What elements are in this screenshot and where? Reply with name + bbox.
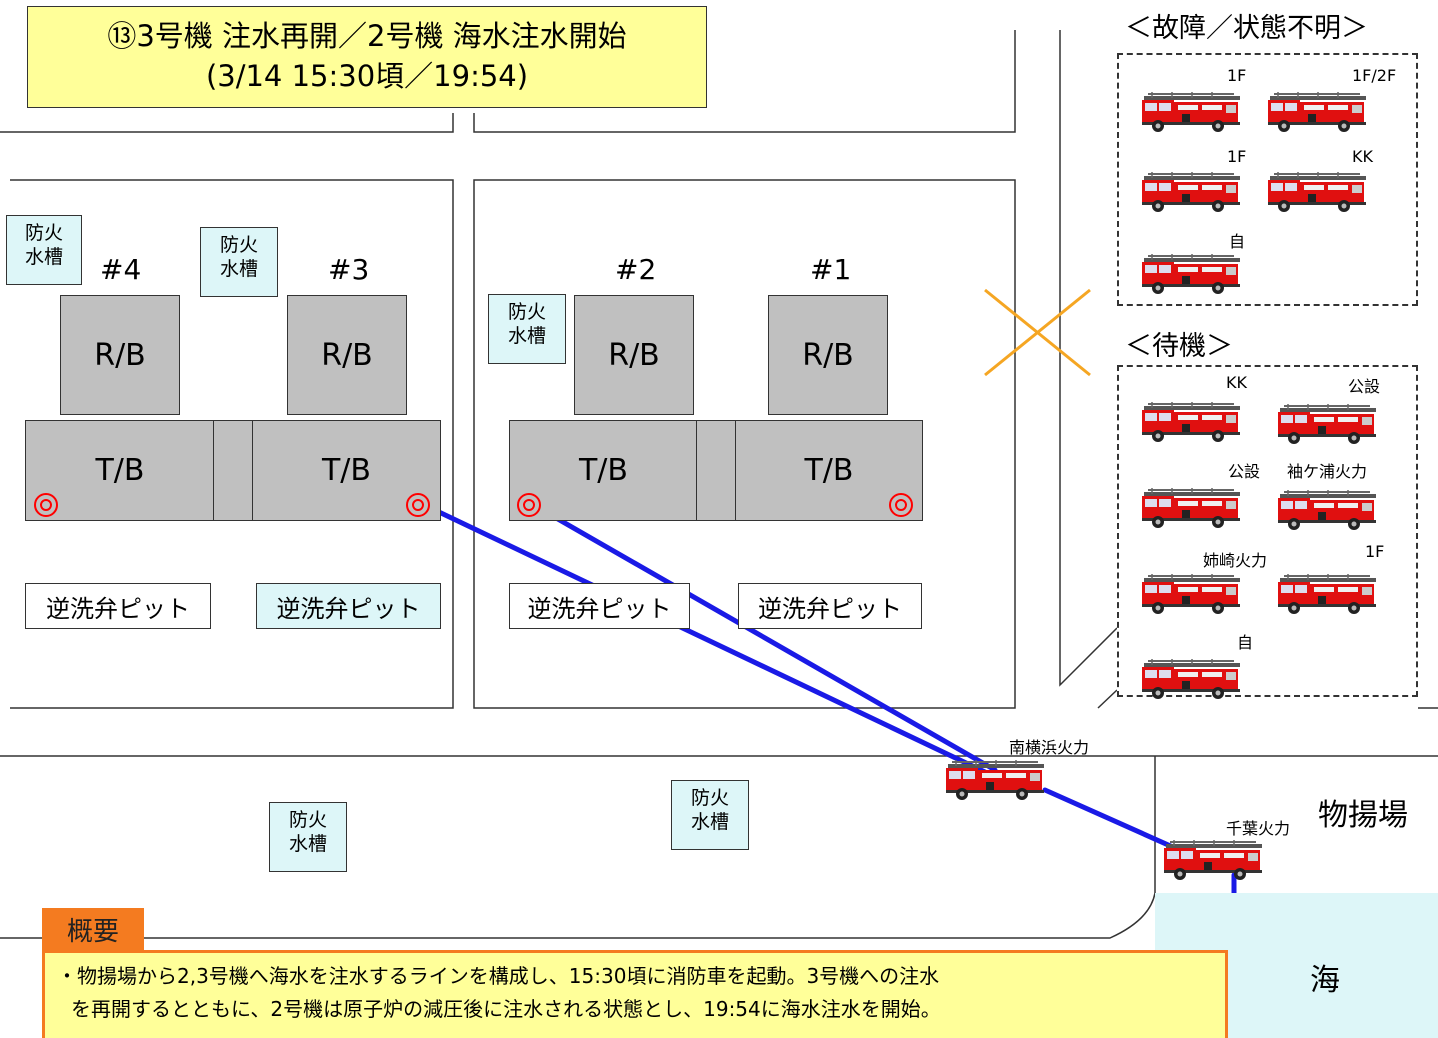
truck-label: 袖ケ浦火力	[1287, 462, 1368, 481]
fire-truck-icon	[1278, 570, 1378, 616]
title-box: ⑬3号機 注水再開／2号機 海水注水開始 (3/14 15:30頃／19:54)	[27, 6, 707, 108]
fire-tank-road-left: 防火 水槽	[269, 802, 347, 872]
unit2-label: #2	[615, 253, 657, 286]
broken-section-title: ＜故障／状態不明＞	[1125, 13, 1368, 44]
fire-truck-icon	[1142, 655, 1242, 701]
fire-tank-unit4: 防火 水槽	[6, 215, 82, 285]
truck-label: 1F	[1227, 66, 1247, 85]
unit3-label: #3	[328, 253, 370, 286]
road-closed-cross	[984, 288, 1091, 377]
road-edge	[0, 892, 1156, 939]
fire-truck-icon	[1164, 836, 1264, 882]
hose-to-unit3	[417, 500, 988, 775]
fire-tank-unit2: 防火 水槽	[488, 294, 566, 364]
backwash-pit-unit4: 逆洗弁ピット	[25, 583, 211, 629]
truck-label: 姉崎火力	[1203, 551, 1268, 570]
injection-port-unit2	[517, 493, 541, 517]
fire-truck-icon	[1142, 250, 1242, 296]
reactor-building-unit2: R/B	[574, 295, 694, 415]
unit4-label: #4	[100, 253, 142, 286]
reactor-building-unit1: R/B	[768, 295, 888, 415]
yard-label: 物揚場	[1318, 798, 1408, 833]
injection-port-unit4	[34, 493, 58, 517]
backwash-pit-unit3: 逆洗弁ピット	[256, 583, 441, 629]
truck-label: 1F/2F	[1352, 66, 1397, 85]
title-line1: ⑬3号機 注水再開／2号機 海水注水開始	[107, 19, 627, 53]
backwash-pit-unit1: 逆洗弁ピット	[738, 583, 922, 629]
summary-line1: ・物揚場から2,3号機へ海水を注水するラインを構成し、15:30頃に消防車を起動…	[57, 964, 940, 988]
fire-truck-icon	[1142, 484, 1242, 530]
truck-label-active: 千葉火力	[1226, 819, 1291, 838]
injection-port-unit1	[889, 493, 913, 517]
standby-section-title: ＜待機＞	[1125, 331, 1233, 362]
hose-yard-to-relay	[1042, 787, 1178, 851]
truck-label-active: 南横浜火力	[1009, 738, 1090, 757]
road-edge	[1059, 30, 1118, 687]
title-line2: (3/14 15:30頃／19:54)	[205, 59, 529, 93]
truck-label: 自	[1237, 633, 1254, 652]
truck-label: 1F	[1365, 542, 1385, 561]
summary-line2: を再開するとともに、2号機は原子炉の減圧後に注水される状態とし、19:54に海水…	[71, 997, 941, 1021]
truck-label: KK	[1226, 373, 1247, 392]
fire-truck-icon	[1278, 400, 1378, 446]
sea-label: 海	[1310, 963, 1340, 998]
fire-truck-icon	[1268, 168, 1368, 214]
fire-tank-road-center: 防火 水槽	[671, 780, 749, 850]
fire-truck-icon	[1142, 570, 1242, 616]
summary-box: ・物揚場から2,3号機へ海水を注水するラインを構成し、15:30頃に消防車を起動…	[42, 950, 1228, 1038]
site-boundary-left	[10, 179, 454, 709]
injection-port-unit3	[406, 493, 430, 517]
turbine-building-connector-right	[696, 420, 737, 521]
fire-truck-icon	[1142, 398, 1242, 444]
reactor-building-unit3: R/B	[287, 295, 407, 415]
reactor-building-unit4: R/B	[60, 295, 180, 415]
fire-truck-icon	[1268, 88, 1368, 134]
truck-label: 自	[1229, 232, 1246, 251]
fire-truck-icon	[1278, 486, 1378, 532]
site-boundary-right	[473, 179, 1016, 709]
fire-tank-unit3: 防火 水槽	[200, 227, 278, 297]
fire-truck-icon	[946, 756, 1046, 802]
turbine-building-connector-left	[213, 420, 254, 521]
truck-label: 公設	[1228, 462, 1261, 481]
hose-to-unit2	[527, 500, 998, 773]
fire-truck-icon	[1142, 168, 1242, 214]
truck-label: 1F	[1227, 147, 1247, 166]
road-edge	[473, 30, 1016, 133]
summary-tab: 概要	[42, 908, 144, 951]
truck-label: 公設	[1348, 377, 1381, 396]
road-edge	[0, 113, 454, 133]
unit1-label: #1	[810, 253, 852, 286]
road-edge	[1097, 689, 1118, 709]
backwash-pit-unit2: 逆洗弁ピット	[509, 583, 690, 629]
truck-label: KK	[1352, 147, 1373, 166]
fire-truck-icon	[1142, 88, 1242, 134]
